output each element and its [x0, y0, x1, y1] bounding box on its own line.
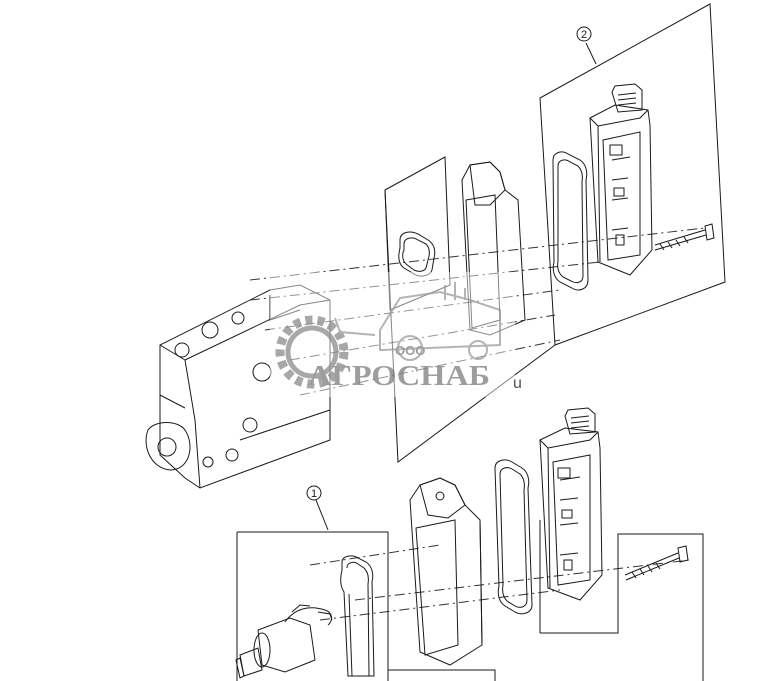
frame-lower-right [540, 533, 704, 681]
lower-gasket-small [340, 555, 375, 677]
combine-harvester-icon [334, 282, 501, 361]
callout-1-label: 1 [311, 488, 317, 500]
callout-2: 2 [576, 26, 592, 42]
frame-upper-main [384, 189, 556, 463]
company-watermark: ООО АГРОСНАБ u [270, 272, 522, 397]
callout-2-leader [585, 42, 597, 65]
upper-bolt [654, 223, 715, 251]
gear-icon [275, 315, 349, 389]
watermark-prefix: ООО [395, 343, 425, 358]
callout-1-leader [315, 499, 329, 531]
frame-callout-2 [539, 3, 726, 346]
valve-body [145, 284, 331, 489]
lower-gasket-large [494, 459, 533, 615]
assembly-lines [249, 227, 706, 621]
upper-gasket-small [398, 231, 436, 277]
upper-gasket-large [552, 151, 589, 291]
upper-control-module [589, 83, 653, 276]
frame-callout-1 [237, 531, 389, 681]
solenoid-valve [235, 604, 333, 679]
watermark-suffix: u [513, 375, 522, 392]
callout-2-label: 2 [581, 29, 587, 41]
watermark-company-name: АГРОСНАБ [308, 361, 490, 392]
lower-bolt [624, 545, 689, 581]
callout-1: 1 [306, 485, 322, 501]
lower-cover [409, 477, 483, 666]
lower-control-module [539, 407, 603, 601]
